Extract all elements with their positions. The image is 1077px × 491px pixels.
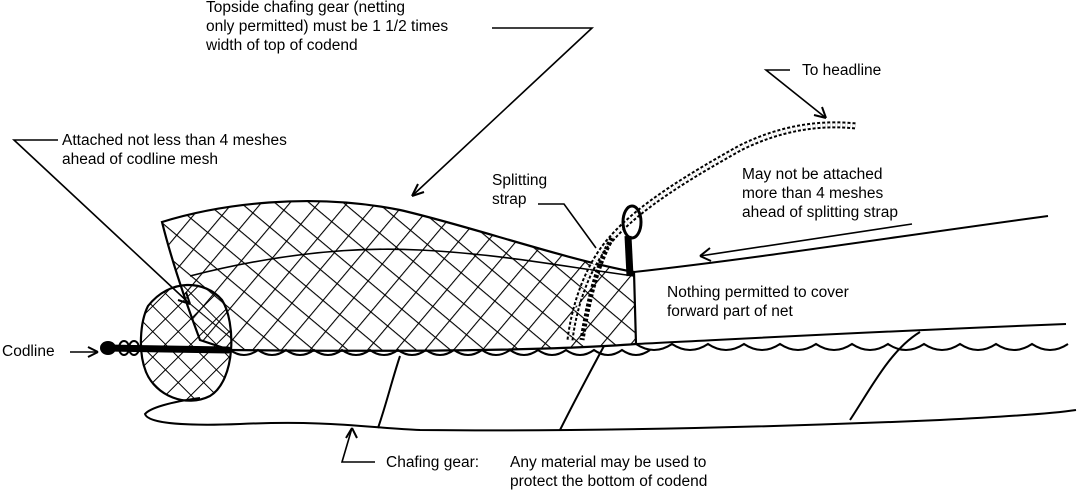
splitting-strap-rope xyxy=(566,121,857,341)
topside-line-3: width of top of codend xyxy=(206,37,358,54)
splitting-line-1: Splitting xyxy=(492,172,548,189)
splitting-strap-label: Splitting strap xyxy=(492,171,547,209)
may-not-line-2: more than 4 meshes xyxy=(742,185,884,202)
to-headline-label: To headline xyxy=(802,62,882,79)
chafing-gear-label: Chafing gear: xyxy=(386,454,480,471)
net-body xyxy=(143,215,1077,432)
topside-line-1: Topside chafing gear (netting xyxy=(206,0,406,16)
any-material-line-2: protect the bottom of codend xyxy=(510,473,708,490)
any-material-line-1: Any material may be used to xyxy=(510,454,707,471)
codline-rope xyxy=(100,340,232,356)
nothing-line-2: forward part of net xyxy=(667,303,793,320)
topside-chafing-label: Topside chafing gear (netting only permi… xyxy=(206,0,448,55)
attached-label: Attached not less than 4 meshes ahead of… xyxy=(62,131,287,169)
attached-line-2: ahead of codline mesh xyxy=(62,151,218,168)
codline-label: Codline xyxy=(2,343,55,360)
may-not-line-3: ahead of splitting strap xyxy=(742,204,898,221)
nothing-line-1: Nothing permitted to cover xyxy=(667,284,849,301)
leader-lines xyxy=(11,27,913,463)
may-not-line-1: May not be attached xyxy=(742,166,883,183)
topside-line-2: only permitted) must be 1 1/2 times xyxy=(206,18,449,35)
codend-bulb xyxy=(139,283,233,402)
attached-line-1: Attached not less than 4 meshes xyxy=(62,132,287,149)
nothing-permitted-label: Nothing permitted to cover forward part … xyxy=(667,283,849,321)
may-not-label: May not be attached more than 4 meshes a… xyxy=(742,165,898,222)
splitting-line-2: strap xyxy=(492,191,527,208)
any-material-label: Any material may be used to protect the … xyxy=(510,453,707,491)
